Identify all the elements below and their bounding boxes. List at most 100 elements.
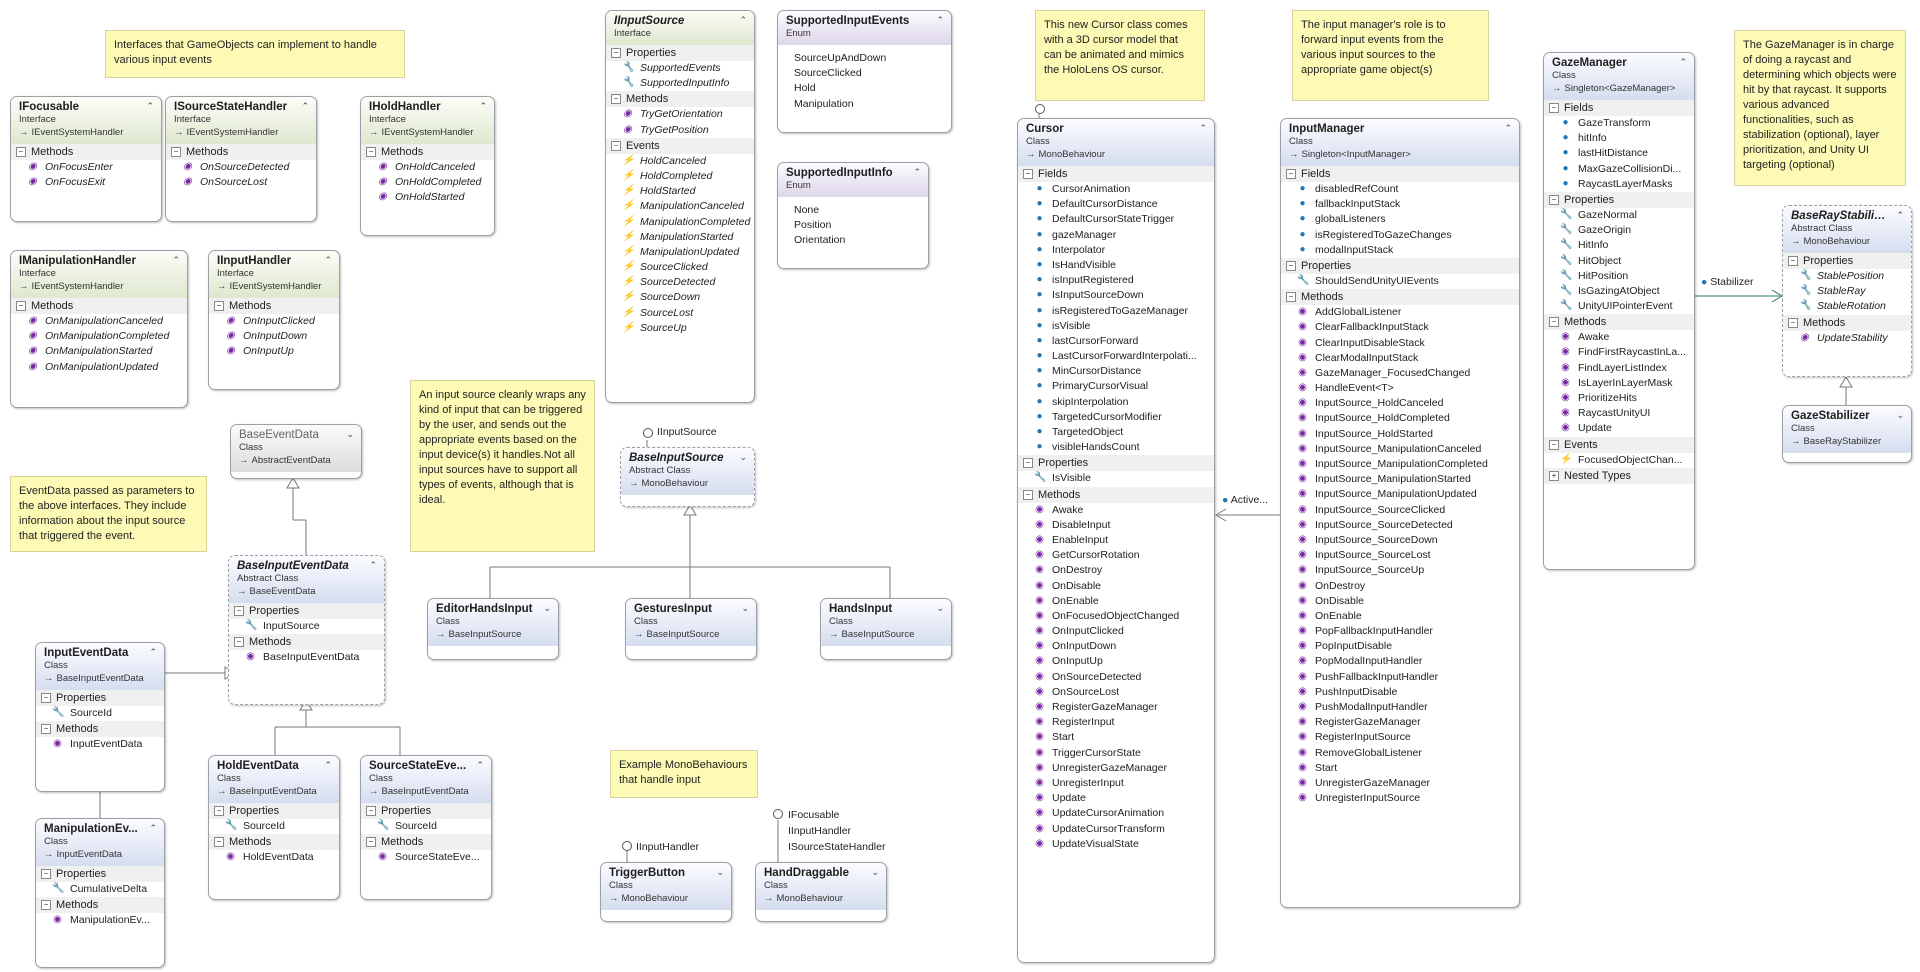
- method-member[interactable]: ◉OnSourceDetected: [1018, 670, 1214, 685]
- collapse-toggle-icon[interactable]: −: [611, 140, 621, 151]
- collapse-toggle-icon[interactable]: −: [611, 48, 621, 58]
- expand-chevron-icon[interactable]: ⌄: [741, 603, 749, 613]
- expand-chevron-icon[interactable]: ⌄: [543, 603, 551, 613]
- field-member[interactable]: ●MaxGazeCollisionDi...: [1544, 162, 1694, 177]
- event-member[interactable]: ⚡SourceUp: [606, 321, 754, 336]
- method-member[interactable]: ◉RegisterGazeManager: [1018, 700, 1214, 715]
- method-member[interactable]: ◉PopInputDisable: [1281, 639, 1519, 654]
- section-header-methods[interactable]: −Methods: [166, 144, 316, 160]
- method-member[interactable]: ◉OnEnable: [1281, 609, 1519, 624]
- field-member[interactable]: ●isRegisteredToGazeManager: [1018, 304, 1214, 319]
- property-member[interactable]: 🔧StablePosition: [1783, 269, 1911, 284]
- method-member[interactable]: ◉OnDisable: [1281, 594, 1519, 609]
- collapse-toggle-icon[interactable]: −: [214, 806, 224, 816]
- method-member[interactable]: ◉Awake: [1018, 503, 1214, 518]
- section-header-properties[interactable]: −Properties: [606, 45, 754, 61]
- collapse-toggle-icon[interactable]: −: [16, 147, 26, 157]
- method-member[interactable]: ◉FindLayerListIndex: [1544, 361, 1694, 376]
- property-member[interactable]: 🔧HitInfo: [1544, 238, 1694, 253]
- method-member[interactable]: ◉RegisterInput: [1018, 715, 1214, 730]
- type-box-manipulationeventdata[interactable]: ManipulationEv...Class→InputEventData⌃−P…: [35, 818, 165, 968]
- method-member[interactable]: ◉OnManipulationCanceled: [11, 314, 187, 329]
- event-member[interactable]: ⚡ManipulationCompleted: [606, 215, 754, 230]
- method-member[interactable]: ◉FindFirstRaycastInLa...: [1544, 345, 1694, 360]
- collapse-chevron-icon[interactable]: ⌃: [1199, 123, 1207, 133]
- field-member[interactable]: ●DefaultCursorDistance: [1018, 197, 1214, 212]
- event-member[interactable]: ⚡HoldCompleted: [606, 169, 754, 184]
- method-member[interactable]: ◉RemoveGlobalListener: [1281, 746, 1519, 761]
- method-member[interactable]: ◉TryGetOrientation: [606, 107, 754, 122]
- collapse-chevron-icon[interactable]: ⌃: [1896, 210, 1904, 220]
- section-header-methods[interactable]: −Methods: [36, 897, 164, 914]
- collapse-toggle-icon[interactable]: −: [611, 94, 621, 105]
- collapse-toggle-icon[interactable]: −: [41, 724, 51, 735]
- expand-toggle-icon[interactable]: +: [1549, 470, 1559, 481]
- collapse-chevron-icon[interactable]: ⌃: [476, 760, 484, 770]
- collapse-toggle-icon[interactable]: −: [214, 837, 224, 848]
- method-member[interactable]: ◉RegisterGazeManager: [1281, 715, 1519, 730]
- property-member[interactable]: 🔧ShouldSendUnityUIEvents: [1281, 274, 1519, 289]
- section-header-methods[interactable]: −Methods: [1281, 289, 1519, 306]
- method-member[interactable]: ◉OnInputDown: [1018, 639, 1214, 654]
- method-member[interactable]: ◉UnregisterInputSource: [1281, 791, 1519, 806]
- collapse-toggle-icon[interactable]: −: [1286, 169, 1296, 179]
- property-member[interactable]: 🔧StableRotation: [1783, 299, 1911, 314]
- method-member[interactable]: ◉SourceStateEve...: [361, 850, 491, 865]
- section-header-properties[interactable]: −Properties: [361, 803, 491, 819]
- method-member[interactable]: ◉GazeManager_FocusedChanged: [1281, 366, 1519, 381]
- collapse-toggle-icon[interactable]: −: [16, 301, 26, 311]
- property-member[interactable]: 🔧IsVisible: [1018, 471, 1214, 486]
- method-member[interactable]: ◉RaycastUnityUI: [1544, 406, 1694, 421]
- collapse-toggle-icon[interactable]: −: [1549, 194, 1559, 205]
- field-member[interactable]: ●IsHandVisible: [1018, 258, 1214, 273]
- field-member[interactable]: ●DefaultCursorStateTrigger: [1018, 212, 1214, 227]
- field-member[interactable]: ●Interpolator: [1018, 243, 1214, 258]
- field-member[interactable]: ●CursorAnimation: [1018, 182, 1214, 197]
- method-member[interactable]: ◉OnSourceLost: [166, 175, 316, 190]
- collapse-toggle-icon[interactable]: −: [1549, 317, 1559, 328]
- property-member[interactable]: 🔧IsGazingAtObject: [1544, 284, 1694, 299]
- method-member[interactable]: ◉PopFallbackInputHandler: [1281, 624, 1519, 639]
- event-member[interactable]: ⚡SourceDetected: [606, 275, 754, 290]
- field-member[interactable]: ●hitInfo: [1544, 131, 1694, 146]
- method-member[interactable]: ◉UnregisterGazeManager: [1281, 776, 1519, 791]
- event-member[interactable]: ⚡ManipulationCanceled: [606, 199, 754, 214]
- field-member[interactable]: ●gazeManager: [1018, 228, 1214, 243]
- collapse-toggle-icon[interactable]: −: [214, 301, 224, 311]
- collapse-chevron-icon[interactable]: ⌃: [324, 760, 332, 770]
- method-member[interactable]: ◉UnregisterInput: [1018, 776, 1214, 791]
- property-member[interactable]: 🔧StableRay: [1783, 284, 1911, 299]
- method-member[interactable]: ◉InputSource_SourceDetected: [1281, 518, 1519, 533]
- section-header-properties[interactable]: −Properties: [209, 803, 339, 819]
- method-member[interactable]: ◉AddGlobalListener: [1281, 305, 1519, 320]
- method-member[interactable]: ◉ClearFallbackInputStack: [1281, 320, 1519, 335]
- collapse-chevron-icon[interactable]: ⌃: [172, 255, 180, 265]
- method-member[interactable]: ◉PushModalInputHandler: [1281, 700, 1519, 715]
- method-member[interactable]: ◉UpdateCursorAnimation: [1018, 806, 1214, 821]
- section-header-properties[interactable]: −Properties: [1544, 191, 1694, 208]
- event-member[interactable]: ⚡FocusedObjectChan...: [1544, 453, 1694, 468]
- method-member[interactable]: ◉OnEnable: [1018, 594, 1214, 609]
- method-member[interactable]: ◉InputSource_SourceLost: [1281, 548, 1519, 563]
- field-member[interactable]: ●IsInputSourceDown: [1018, 288, 1214, 303]
- method-member[interactable]: ◉BaseInputEventData: [229, 650, 384, 665]
- field-member[interactable]: ●fallbackInputStack: [1281, 197, 1519, 212]
- field-member[interactable]: ●GazeTransform: [1544, 116, 1694, 131]
